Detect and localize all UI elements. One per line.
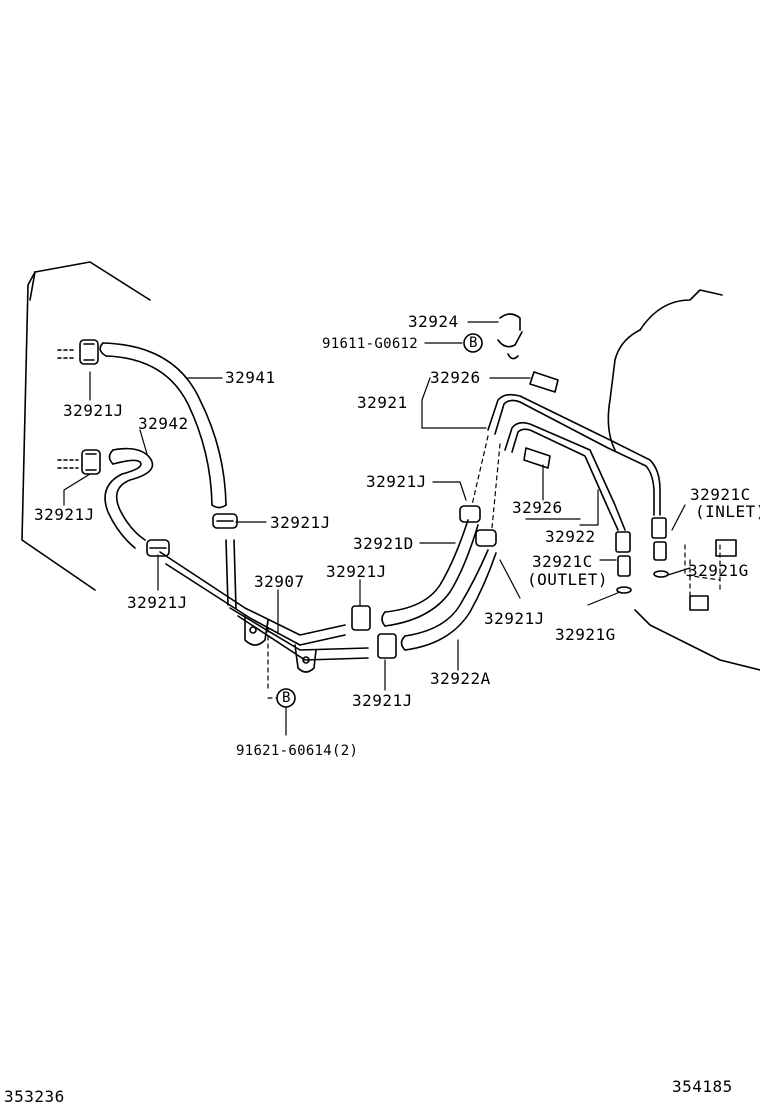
label-32921C-outlet: 32921C [532, 552, 593, 571]
ref-b-upper-letter: B [469, 335, 478, 351]
label-32924: 32924 [408, 312, 459, 331]
label-32941: 32941 [225, 368, 276, 387]
pipe-32922 [504, 421, 626, 531]
clamp-32924 [497, 313, 523, 360]
label-32921J-right-lower: 32921J [484, 609, 545, 628]
footer-left-code: 353236 [4, 1087, 65, 1106]
label-32921G-bottom: 32921G [555, 625, 616, 644]
clamp-center-upper [351, 605, 371, 631]
clamp-32922A-top [475, 529, 497, 547]
label-outlet: (OUTLET) [527, 570, 609, 589]
label-32922: 32922 [545, 527, 596, 546]
label-inlet: (INLET) [695, 502, 760, 521]
leader-lines [63, 321, 691, 691]
label-32926-upper: 32926 [430, 368, 481, 387]
label-32921J-center-bottom: 32921J [352, 691, 413, 710]
clamp-32942-bottom [146, 539, 170, 557]
engine-outline [21, 261, 151, 591]
ref-b-lower-letter: B [282, 690, 291, 706]
label-32921J-left-lower: 32921J [34, 505, 95, 524]
footer-right-code: 354185 [672, 1077, 733, 1096]
label-32922A: 32922A [430, 669, 491, 688]
fitting-32921C-inlet [651, 517, 669, 578]
insulator-32926-upper [529, 371, 559, 393]
label-32921J-left-upper: 32921J [63, 401, 124, 420]
label-32921J-center-top: 32921J [366, 472, 427, 491]
clamp-center-lower [377, 633, 397, 659]
transmission-outline [607, 289, 760, 671]
hose-32922A [400, 549, 497, 651]
hose-32921D [381, 519, 479, 627]
label-32921: 32921 [357, 393, 408, 412]
label-32907: 32907 [254, 572, 305, 591]
label-32921J-clamp: 32921J [127, 593, 188, 612]
leader-dashed [267, 435, 721, 691]
label-32921C-inlet: 32921C [690, 485, 751, 504]
label-32921D: 32921D [353, 534, 414, 553]
clamp-32921D-top [459, 505, 481, 523]
transmission-bosses [689, 539, 737, 611]
fitting-32921C-outlet [615, 531, 632, 594]
label-91621-60614: 91621-60614(2) [236, 743, 359, 759]
hose-32941 [99, 342, 227, 509]
label-32942: 32942 [138, 414, 189, 433]
pipe-32921 [487, 393, 661, 516]
label-32921G-right: 32921G [688, 561, 749, 580]
label-32921J-center-mid: 32921J [326, 562, 387, 581]
ref-circle-b-upper [463, 333, 483, 353]
insulator-32926-lower [523, 447, 551, 469]
label-32926-lower: 32926 [512, 498, 563, 517]
label-32921J-pipe: 32921J [270, 513, 331, 532]
clamp-32941-bottom [212, 513, 238, 529]
pipe-32907 [159, 539, 369, 673]
hose-32942 [104, 447, 154, 549]
label-91611-G0612: 91611-G0612 [322, 336, 419, 352]
clamp-left-lower [57, 449, 101, 475]
clamp-left-upper [57, 339, 99, 365]
